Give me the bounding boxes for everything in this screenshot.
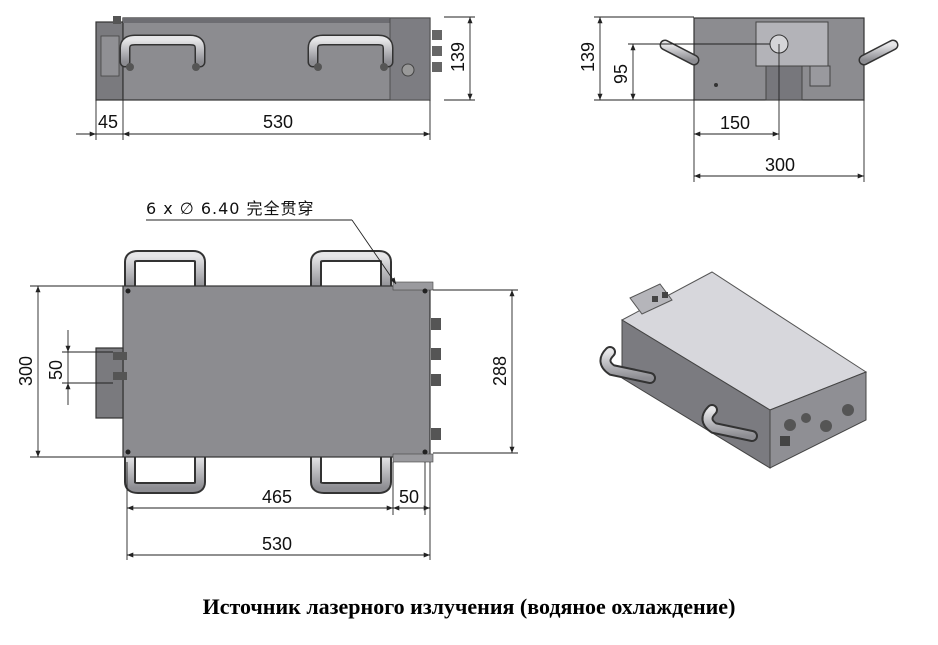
plan-view: 6 x ∅ 6.40 完全贯穿 300 50 288 465 50 530 xyxy=(16,199,518,560)
dim-end-offset: 50 xyxy=(399,487,419,507)
dim-overall-width: 300 xyxy=(16,356,36,386)
dim-side-width: 300 xyxy=(765,155,795,175)
hole-note: 6 x ∅ 6.40 完全贯穿 xyxy=(146,199,315,218)
dim-center-height: 95 xyxy=(611,64,631,84)
dim-mount-width: 50 xyxy=(46,360,66,380)
dim-front-height: 139 xyxy=(448,42,468,72)
isometric-view xyxy=(599,271,868,469)
dim-overall-length: 530 xyxy=(262,534,292,554)
dim-hole-spacing: 465 xyxy=(262,487,292,507)
dim-side-height: 139 xyxy=(578,42,598,72)
side-view: 139 95 150 300 xyxy=(578,16,899,182)
drawing-caption: Источник лазерного излучения (водяное ох… xyxy=(202,594,736,619)
front-view: 45 530 139 xyxy=(76,16,475,140)
dim-inner-width: 288 xyxy=(490,356,510,386)
dim-front-length: 530 xyxy=(263,112,293,132)
dim-center-offset: 150 xyxy=(720,113,750,133)
dim-left-offset: 45 xyxy=(98,112,118,132)
